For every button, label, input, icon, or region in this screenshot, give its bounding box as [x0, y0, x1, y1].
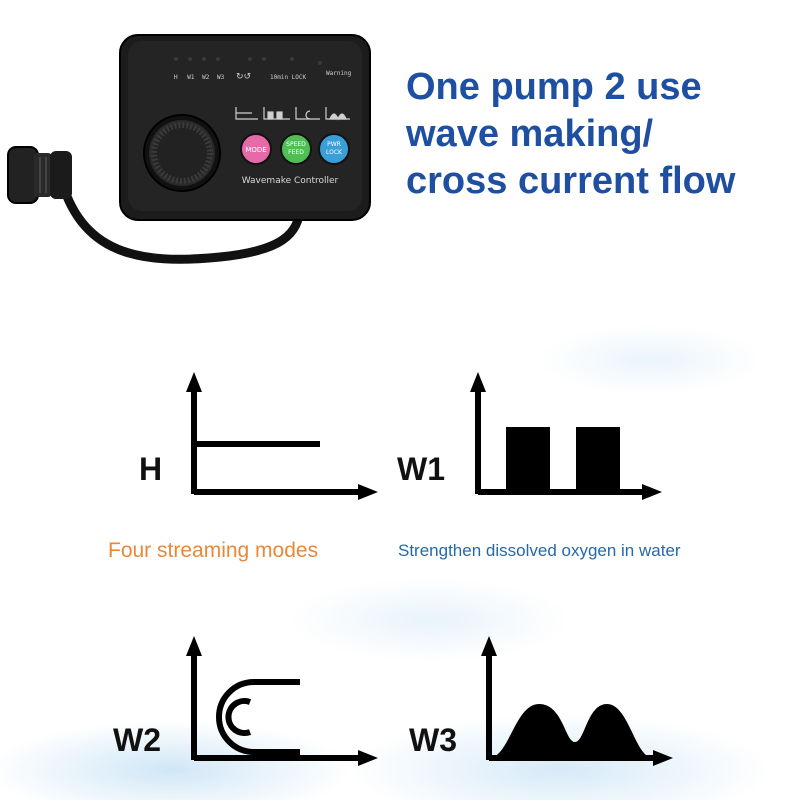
- pwr-label: PWR: [327, 141, 341, 148]
- y-axis-arrow-icon: [470, 372, 486, 392]
- caption-oxygen: Strengthen dissolved oxygen in water: [398, 541, 681, 560]
- control-knob[interactable]: [143, 114, 221, 192]
- speed-feed-button[interactable]: SPEED FEED: [280, 133, 312, 165]
- water-splash-background: [0, 300, 799, 800]
- x-axis-arrow-icon: [358, 750, 378, 766]
- headline-line-1: One pump 2 use: [406, 66, 702, 108]
- mode-w1-label: W1: [397, 451, 445, 487]
- cable: [55, 173, 305, 264]
- mini-mode-icons: [235, 107, 350, 121]
- y-axis-arrow-icon: [481, 636, 497, 656]
- speed-label: SPEED: [286, 141, 306, 148]
- panel-label: Wavemake Controller: [242, 176, 339, 186]
- x-axis-arrow-icon: [358, 484, 378, 500]
- y-axis-arrow-icon: [186, 636, 202, 656]
- mode-w2-graph: [186, 636, 378, 766]
- mode-w2-label: W2: [113, 722, 161, 758]
- mode-h-graph: [186, 372, 378, 500]
- headline-line-2: wave making/: [406, 113, 654, 155]
- mode-w3-graph: [481, 636, 673, 766]
- headline: One pump 2 use wave making/ cross curren…: [406, 64, 791, 205]
- mode-button[interactable]: MODE: [240, 133, 272, 165]
- y-axis-arrow-icon: [186, 372, 202, 392]
- mode-w3-label: W3: [409, 722, 457, 758]
- x-axis-arrow-icon: [653, 750, 673, 766]
- cycle-icon: ↻↺: [236, 72, 251, 82]
- feed-label: FEED: [288, 149, 304, 156]
- svg-text:MODE: MODE: [245, 146, 266, 154]
- lock-label: LOCK: [326, 149, 343, 156]
- x-axis-arrow-icon: [642, 484, 662, 500]
- timer-label: 10min LOCK: [270, 74, 307, 81]
- mode-h-label: H: [139, 451, 163, 487]
- connector-plug: [7, 146, 72, 204]
- caption-four-modes: Four streaming modes: [108, 539, 319, 562]
- pwr-lock-button[interactable]: PWR LOCK: [318, 133, 350, 165]
- headline-line-3: cross current flow: [406, 160, 736, 202]
- warning-label: Warning: [326, 70, 352, 77]
- indicator-leds: [174, 57, 322, 65]
- wavemake-controller-image: H W1 W2 W3 ↻↺ 10min LOCK Warning MODE SP…: [7, 34, 371, 264]
- mode-w1-graph: [470, 372, 662, 500]
- indicator-labels: H W1 W2 W3: [174, 74, 225, 81]
